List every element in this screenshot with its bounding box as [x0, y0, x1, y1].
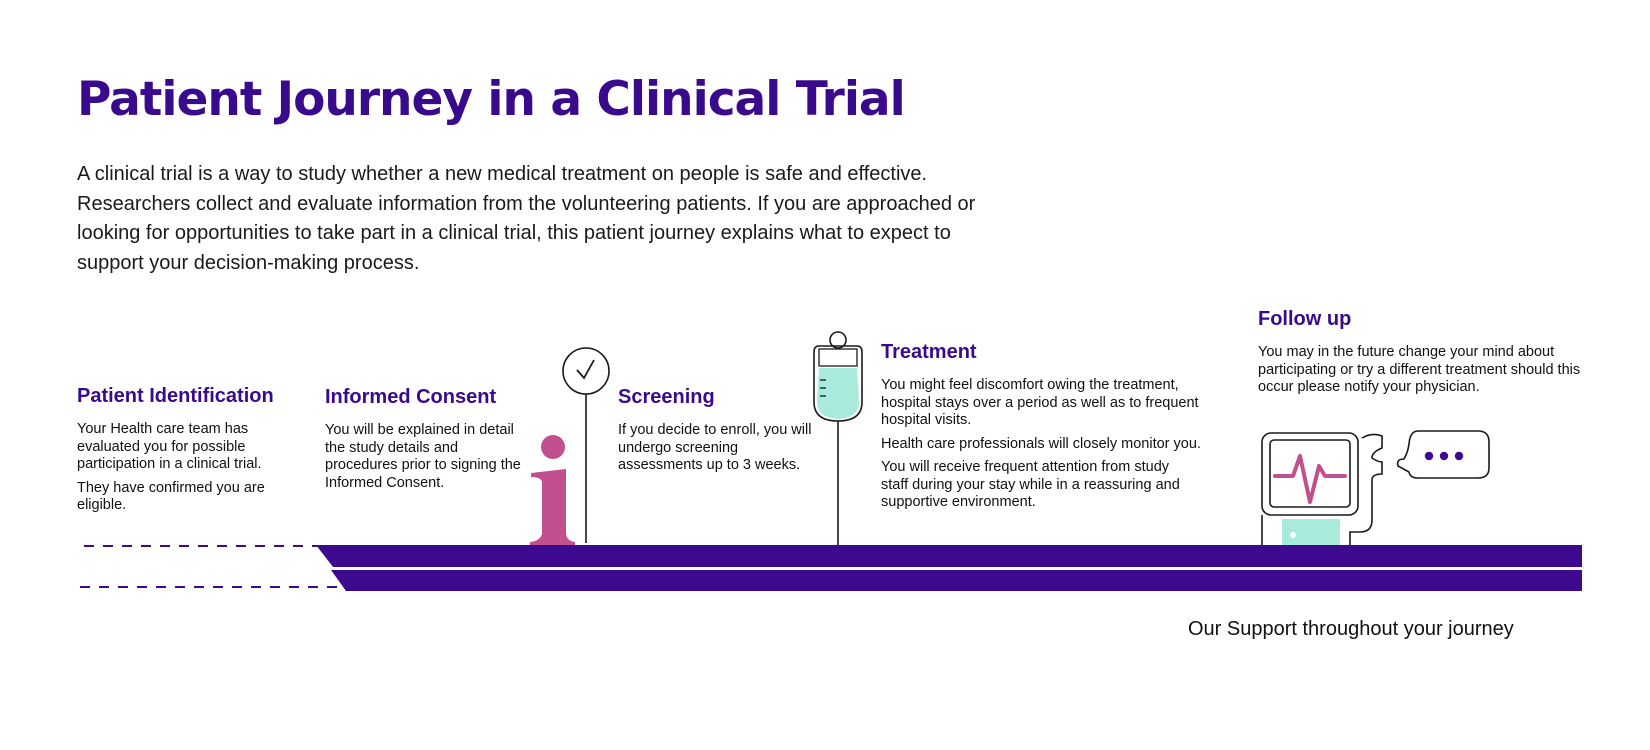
step-paragraph: Health care professionals will closely m… [881, 435, 1201, 452]
step-description: You might feel discomfort owing the trea… [881, 377, 1226, 512]
step-screening: Screening If you decide to enroll, you w… [618, 386, 818, 481]
iv-drip-bag-icon [813, 331, 863, 545]
step-follow-up: Follow up You may in the future change y… [1258, 308, 1603, 403]
step-description: You will be explained in detail the stud… [325, 422, 521, 492]
step-description: You may in the future change your mind a… [1258, 344, 1603, 397]
step-title: Screening [618, 386, 715, 408]
page-title: Patient Journey in a Clinical Trial [77, 72, 906, 127]
step-patient-identification: Patient Identification Your Health care … [77, 385, 302, 521]
heart-monitor-icon [1261, 432, 1383, 545]
step-paragraph: You will receive frequent attention from… [881, 459, 1180, 510]
step-paragraph: Your Health care team has evaluated you … [77, 421, 262, 472]
step-title: Follow up [1258, 308, 1352, 330]
step-treatment: Treatment You might feel discomfort owin… [881, 341, 1226, 518]
step-paragraph: You may in the future change your mind a… [1258, 344, 1581, 395]
checkmark-balloon-icon [562, 347, 610, 543]
journey-road-top [316, 545, 1582, 567]
step-paragraph: They have confirmed you are eligible. [77, 479, 265, 514]
step-title: Informed Consent [325, 386, 497, 408]
intro-paragraph: A clinical trial is a way to study wheth… [77, 163, 976, 274]
step-title: Treatment [881, 341, 977, 363]
step-informed-consent: Informed Consent You will be explained i… [325, 386, 521, 498]
step-paragraph: You might feel discomfort owing the trea… [881, 377, 1199, 428]
step-title: Patient Identification [77, 385, 274, 407]
speech-bubble-icon [1396, 430, 1490, 479]
step-description: Your Health care team has evaluated you … [77, 421, 302, 515]
step-paragraph: If you decide to enroll, you will underg… [618, 422, 812, 473]
support-label: Our Support throughout your journey [1188, 618, 1514, 640]
info-i-icon [530, 435, 575, 545]
step-description: If you decide to enroll, you will underg… [618, 422, 818, 475]
journey-road-bottom [331, 570, 1582, 591]
step-paragraph: You will be explained in detail the stud… [325, 422, 521, 491]
